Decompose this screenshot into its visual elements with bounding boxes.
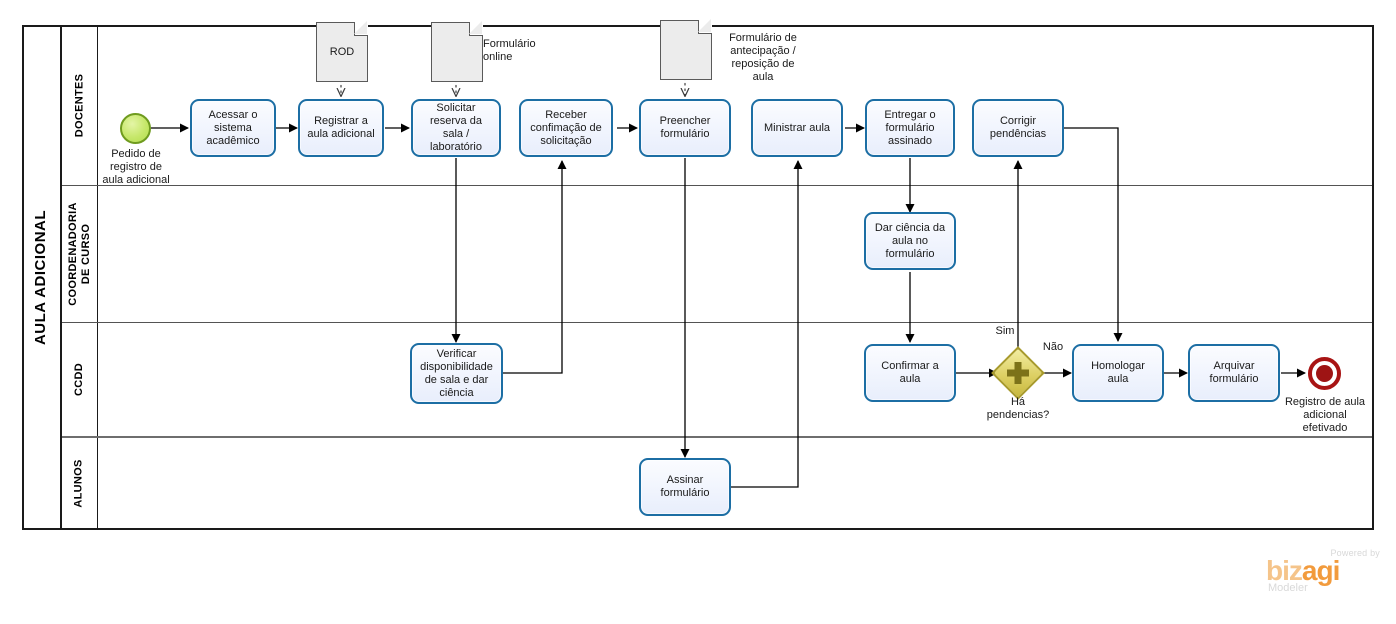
bizagi-logo: bizagi <box>1266 555 1340 586</box>
lane-coordenadoria: COORDENADORIA DE CURSO <box>62 186 1372 322</box>
task-ministrar-aula[interactable]: Ministrar aula <box>751 99 843 157</box>
task-corrigir-pendencias[interactable]: Corrigir pendências <box>972 99 1064 157</box>
task-preencher-formulario[interactable]: Preencher formulário <box>639 99 731 157</box>
data-object-formulario-online[interactable] <box>431 21 483 82</box>
bizagi-logo-right: agi <box>1301 555 1340 586</box>
data-object-formulario-antecipacao[interactable] <box>660 19 712 80</box>
start-event[interactable] <box>120 113 151 144</box>
document-fold-icon <box>469 21 483 36</box>
end-event[interactable] <box>1308 357 1341 390</box>
bizagi-logo-left: biz <box>1266 555 1303 586</box>
pool-title-label: AULA ADICIONAL <box>32 209 50 346</box>
lane-divider-1 <box>62 185 1372 186</box>
task-homologar-aula[interactable]: Homologar aula <box>1072 344 1164 402</box>
data-object-formulario-online-label: Formulário online <box>483 38 536 63</box>
task-confirmar-aula[interactable]: Confirmar a aula <box>864 344 956 402</box>
lane-label-alunos: ALUNOS <box>73 459 85 508</box>
lane-header-alunos: ALUNOS <box>62 438 98 529</box>
flow-label-sim: Sim <box>995 325 1015 337</box>
task-acessar-sistema-academico[interactable]: Acessar o sistema acadêmico <box>190 99 276 157</box>
flow-label-nao: Não <box>1042 341 1064 353</box>
task-assinar-formulario[interactable]: Assinar formulário <box>639 458 731 516</box>
end-event-label: Registro de aula adicional efetivado <box>1284 396 1366 434</box>
task-entregar-formulario-assinado[interactable]: Entregar o formulário assinado <box>865 99 955 157</box>
lane-divider-2 <box>62 322 1372 323</box>
task-arquivar-formulario[interactable]: Arquivar formulário <box>1188 344 1280 402</box>
lane-label-coordenadoria: COORDENADORIA DE CURSO <box>66 202 92 306</box>
lane-header-docentes: DOCENTES <box>62 25 98 185</box>
start-event-label: Pedido de registro de aula adicional <box>102 148 170 186</box>
pool-title: AULA ADICIONAL <box>22 25 62 530</box>
end-event-inner <box>1316 365 1333 382</box>
document-fold-icon <box>354 21 368 36</box>
lane-alunos: ALUNOS <box>62 438 1372 529</box>
bizagi-product-label: Modeler <box>1268 582 1308 594</box>
lane-label-docentes: DOCENTES <box>73 73 85 137</box>
data-object-rod[interactable]: ROD <box>316 21 368 82</box>
lane-label-ccdd: CCDD <box>72 363 85 396</box>
data-object-formulario-antecipacao-label: Formulário de antecipação / reposição de… <box>729 32 797 83</box>
bizagi-branding: Powered by bizagi Modeler <box>1266 548 1382 596</box>
lane-ccdd: CCDD <box>62 323 1372 436</box>
powered-by-label: Powered by <box>1330 548 1380 558</box>
task-receber-confirmacao-solicitacao[interactable]: Receber confimação de solicitação <box>519 99 613 157</box>
task-registrar-aula-adicional[interactable]: Registrar a aula adicional <box>298 99 384 157</box>
document-fold-icon <box>698 19 712 34</box>
gateway-label: Há pendencias? <box>986 396 1050 421</box>
gateway-x-icon <box>1007 362 1029 384</box>
data-object-rod-label: ROD <box>329 46 355 58</box>
lane-header-coordenadoria: COORDENADORIA DE CURSO <box>62 186 98 322</box>
task-solicitar-reserva-sala[interactable]: Solicitar reserva da sala / laboratório <box>411 99 501 157</box>
task-dar-ciencia-aula-formulario[interactable]: Dar ciência da aula no formulário <box>864 212 956 270</box>
lane-divider-3 <box>62 436 1372 438</box>
task-verificar-disponibilidade-sala[interactable]: Verificar disponibilidade de sala e dar … <box>410 343 503 404</box>
lane-header-ccdd: CCDD <box>62 323 98 436</box>
lane-docentes: DOCENTES <box>62 25 1372 185</box>
